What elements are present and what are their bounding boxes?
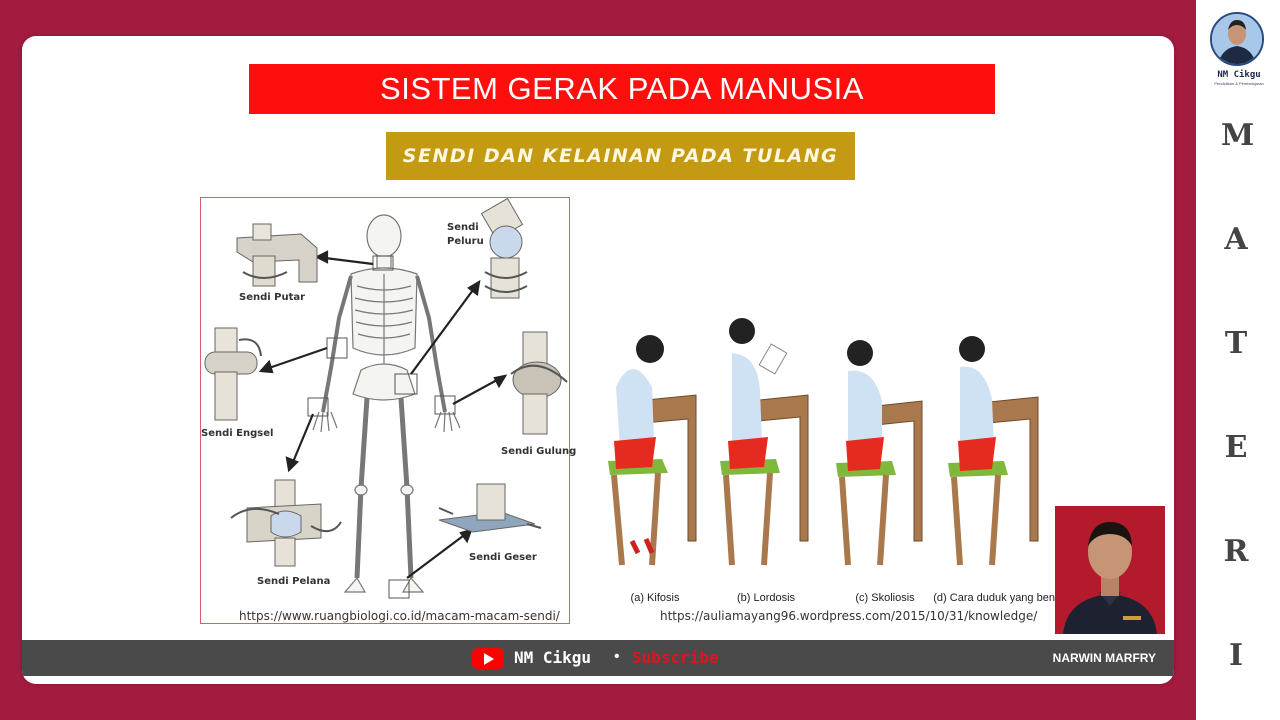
student-correct-posture xyxy=(948,336,1038,565)
channel-logo-portrait xyxy=(1212,14,1262,64)
label-sendi-engsel: Sendi Engsel xyxy=(201,428,273,439)
channel-name[interactable]: NM Cikgu xyxy=(514,648,591,667)
channel-avatar xyxy=(1210,12,1264,66)
sidebar-brand: NM Cikgu xyxy=(1206,70,1272,80)
left-source-url: https://www.ruangbiologi.co.id/macam-mac… xyxy=(239,609,560,623)
label-skoliosis: (c) Skoliosis xyxy=(855,592,914,604)
presenter-avatar xyxy=(1055,506,1165,634)
slide-title: SISTEM GERAK PADA MANUSIA xyxy=(249,64,995,114)
joints-figure: Sendi Putar Sendi Peluru Sendi Engsel Se… xyxy=(200,197,570,624)
slide-subtitle: SENDI DAN KELAINAN PADA TULANG xyxy=(386,132,855,180)
presenter-name: NARWIN MARFRY xyxy=(1053,651,1156,665)
label-correct-posture: (d) Cara duduk yang benar xyxy=(933,592,1064,604)
posture-figure: (a) Kifosis (b) Lordosis (c) Skoliosis (… xyxy=(592,291,1052,621)
gliding-joint-illustration xyxy=(439,484,541,532)
slide: SISTEM GERAK PADA MANUSIA SENDI DAN KELA… xyxy=(22,36,1174,684)
label-sendi-peluru-line2: Peluru xyxy=(447,236,484,247)
label-kifosis: (a) Kifosis xyxy=(631,592,680,604)
sidebar-letter-r: R xyxy=(1221,534,1251,569)
label-lordosis: (b) Lordosis xyxy=(737,592,795,604)
pivot-joint-illustration xyxy=(237,224,317,286)
right-source-url: https://auliamayang96.wordpress.com/2015… xyxy=(660,609,1037,623)
label-sendi-putar: Sendi Putar xyxy=(239,292,305,303)
sidebar-letter-m: M xyxy=(1221,118,1251,153)
sidebar-letter-e: E xyxy=(1221,430,1251,465)
presenter-video xyxy=(1055,506,1165,634)
subscribe-link[interactable]: Subscribe xyxy=(632,648,719,667)
skeleton xyxy=(313,215,460,592)
sidebar-letter-t: T xyxy=(1221,326,1251,361)
student-lordosis xyxy=(720,318,808,565)
label-sendi-pelana: Sendi Pelana xyxy=(257,576,330,587)
label-sendi-peluru-line1: Sendi xyxy=(447,222,479,233)
posture-illustration xyxy=(592,291,1052,591)
ball-joint-illustration xyxy=(482,199,527,298)
label-sendi-geser: Sendi Geser xyxy=(469,552,537,563)
separator-dot: • xyxy=(614,648,620,666)
sidebar-letter-a: A xyxy=(1221,222,1251,257)
bottom-banner: NM Cikgu • Subscribe NARWIN MARFRY xyxy=(22,640,1174,676)
saddle-joint-illustration xyxy=(231,480,341,566)
youtube-play-icon[interactable] xyxy=(472,648,504,669)
student-skoliosis xyxy=(836,340,922,565)
student-kifosis xyxy=(608,335,696,565)
sidebar-letter-i: I xyxy=(1221,638,1251,673)
condyloid-joint-illustration xyxy=(511,332,567,434)
sidebar-brand-subtitle: Pendidikan & Pembelajaran xyxy=(1206,81,1272,86)
hinge-joint-illustration xyxy=(205,328,261,420)
label-sendi-gulung: Sendi Gulung xyxy=(501,446,576,457)
